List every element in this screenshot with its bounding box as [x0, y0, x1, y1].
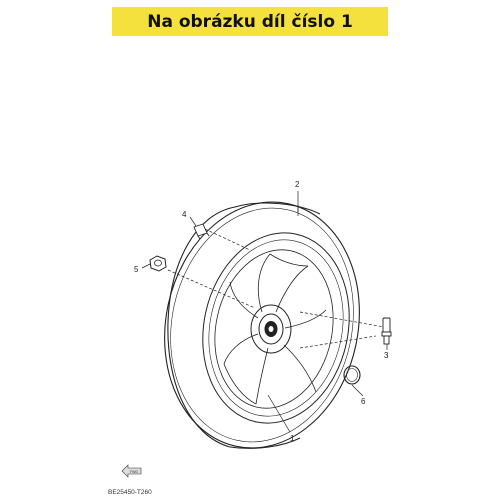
- fwd-arrow-icon: FWD: [121, 464, 142, 478]
- drawing-code: BE25450-T260: [108, 489, 152, 496]
- header-banner: Na obrázku díl číslo 1: [112, 7, 388, 36]
- callout-4: 4: [182, 210, 187, 219]
- o-ring: [343, 365, 361, 385]
- assembly-guide-lines: [167, 228, 385, 349]
- leader-lines: [141, 191, 388, 433]
- balance-weight: [193, 223, 210, 240]
- nut: [149, 255, 167, 272]
- callout-5: 5: [134, 265, 139, 274]
- tire: [164, 201, 360, 449]
- banner-title: Na obrázku díl číslo 1: [147, 11, 353, 32]
- callout-3: 3: [384, 351, 389, 360]
- callout-2: 2: [295, 180, 300, 189]
- callout-1: 1: [290, 434, 295, 443]
- fwd-label: FWD: [130, 470, 138, 474]
- callout-6: 6: [361, 397, 366, 406]
- wheel-hub: [250, 304, 292, 354]
- valve: [381, 317, 392, 345]
